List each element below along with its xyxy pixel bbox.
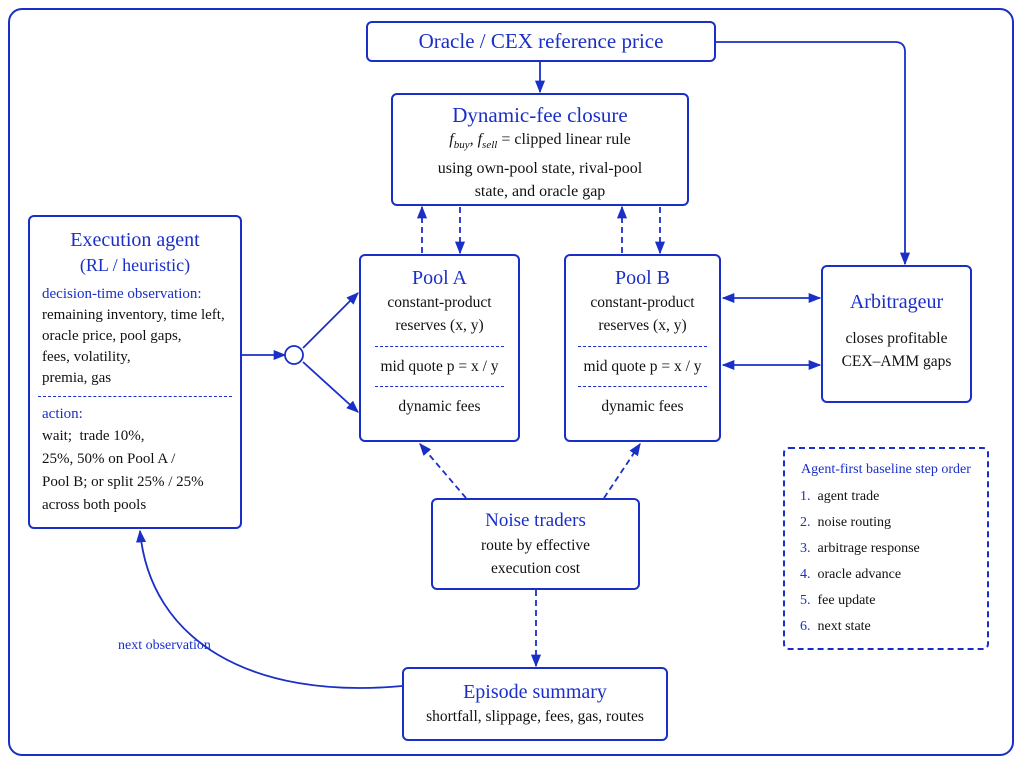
arbitrageur-box: Arbitrageur closes profitable CEX–AMM ga… xyxy=(821,265,972,403)
summary-title: Episode summary xyxy=(463,681,607,703)
noise-line1: route by effective xyxy=(480,537,591,554)
pool-b-divider-2 xyxy=(578,386,707,387)
fee-closure-title: Dynamic-fee closure xyxy=(452,103,628,127)
agent-action-line: 25%, 50% on Pool A / xyxy=(42,451,176,467)
step-item: 2. noise routing xyxy=(800,515,891,530)
agent-obs-line: oracle price, pool gaps, xyxy=(42,328,182,344)
agent-obs-heading: decision-time observation: xyxy=(42,286,202,302)
step-item: 1. agent trade xyxy=(800,489,880,504)
step-item: 4. oracle advance xyxy=(800,567,902,582)
summary-line1: shortfall, slippage, fees, gas, routes xyxy=(426,708,644,725)
pool-a-fees: dynamic fees xyxy=(398,398,481,415)
arrow-noise-to-poolA xyxy=(419,443,467,499)
episode-summary-box: Episode summary shortfall, slippage, fee… xyxy=(402,667,668,741)
pool-b-divider-1 xyxy=(578,346,707,347)
arb-title: Arbitrageur xyxy=(849,291,944,313)
fee-closure-line3: state, and oracle gap xyxy=(474,183,606,201)
arrow-next-observation xyxy=(136,529,403,689)
fee-closure-line1: fbuy, fsell = clipped linear rule xyxy=(449,131,631,152)
arb-line2: CEX–AMM gaps xyxy=(841,353,952,370)
arrow-oracle-to-arb xyxy=(716,41,911,266)
fee-closure-line2: using own-pool state, rival-pool xyxy=(437,160,643,178)
pool-b-title: Pool B xyxy=(614,267,671,289)
pool-b-box: Pool B constant-product reserves (x, y) … xyxy=(564,254,721,442)
pool-b-line2: reserves (x, y) xyxy=(598,317,687,334)
step-list: 1. agent trade 2. noise routing 3. arbit… xyxy=(785,480,987,640)
arrow-noise-to-poolB xyxy=(603,442,641,499)
oracle-box: Oracle / CEX reference price xyxy=(366,21,716,62)
pool-a-divider-2 xyxy=(375,386,504,387)
arrow-split-to-poolA-bottom xyxy=(302,361,359,413)
step-item: 3. arbitrage response xyxy=(800,541,920,556)
pool-a-box: Pool A constant-product reserves (x, y) … xyxy=(359,254,520,442)
pool-a-divider-1 xyxy=(375,346,504,347)
diagram-frame xyxy=(8,8,1014,756)
agent-title: Execution agent xyxy=(70,229,200,251)
agent-action-heading: action: xyxy=(42,406,83,422)
execution-agent-box: Execution agent (RL / heuristic) decisio… xyxy=(28,215,242,529)
pool-b-line1: constant-product xyxy=(590,294,695,311)
oracle-title: Oracle / CEX reference price xyxy=(418,29,664,53)
split-node xyxy=(284,345,304,365)
fee-closure-box: Dynamic-fee closure fbuy, fsell = clippe… xyxy=(391,93,689,206)
pool-a-line1: constant-product xyxy=(387,294,492,311)
agent-action-line: across both pools xyxy=(42,497,147,513)
agent-obs-line: remaining inventory, time left, xyxy=(42,307,225,323)
arrow-split-to-poolA-top xyxy=(302,292,359,349)
pool-a-quote: mid quote p = x / y xyxy=(380,358,499,375)
agent-action-line: Pool B; or split 25% / 25% xyxy=(42,474,204,490)
agent-action-line: wait; trade 10%, xyxy=(42,428,145,444)
pool-b-quote: mid quote p = x / y xyxy=(583,358,702,375)
noise-title: Noise traders xyxy=(485,510,586,531)
noise-traders-box: Noise traders route by effective executi… xyxy=(431,498,640,590)
agent-obs-line: premia, gas xyxy=(42,370,112,386)
pool-a-line2: reserves (x, y) xyxy=(395,317,484,334)
step-order-title: Agent-first baseline step order xyxy=(801,462,971,477)
noise-line2: execution cost xyxy=(490,560,581,577)
pool-a-title: Pool A xyxy=(411,267,468,289)
step-item: 5. fee update xyxy=(800,593,876,608)
arb-line1: closes profitable xyxy=(845,330,948,347)
next-observation-label: next observation xyxy=(118,638,211,653)
step-order-box: Agent-first baseline step order 1. agent… xyxy=(783,447,989,650)
step-item: 6. next state xyxy=(800,619,871,634)
agent-divider xyxy=(38,396,232,397)
pool-b-fees: dynamic fees xyxy=(601,398,684,415)
agent-obs-line: fees, volatility, xyxy=(42,349,131,365)
agent-subtitle: (RL / heuristic) xyxy=(79,255,191,275)
